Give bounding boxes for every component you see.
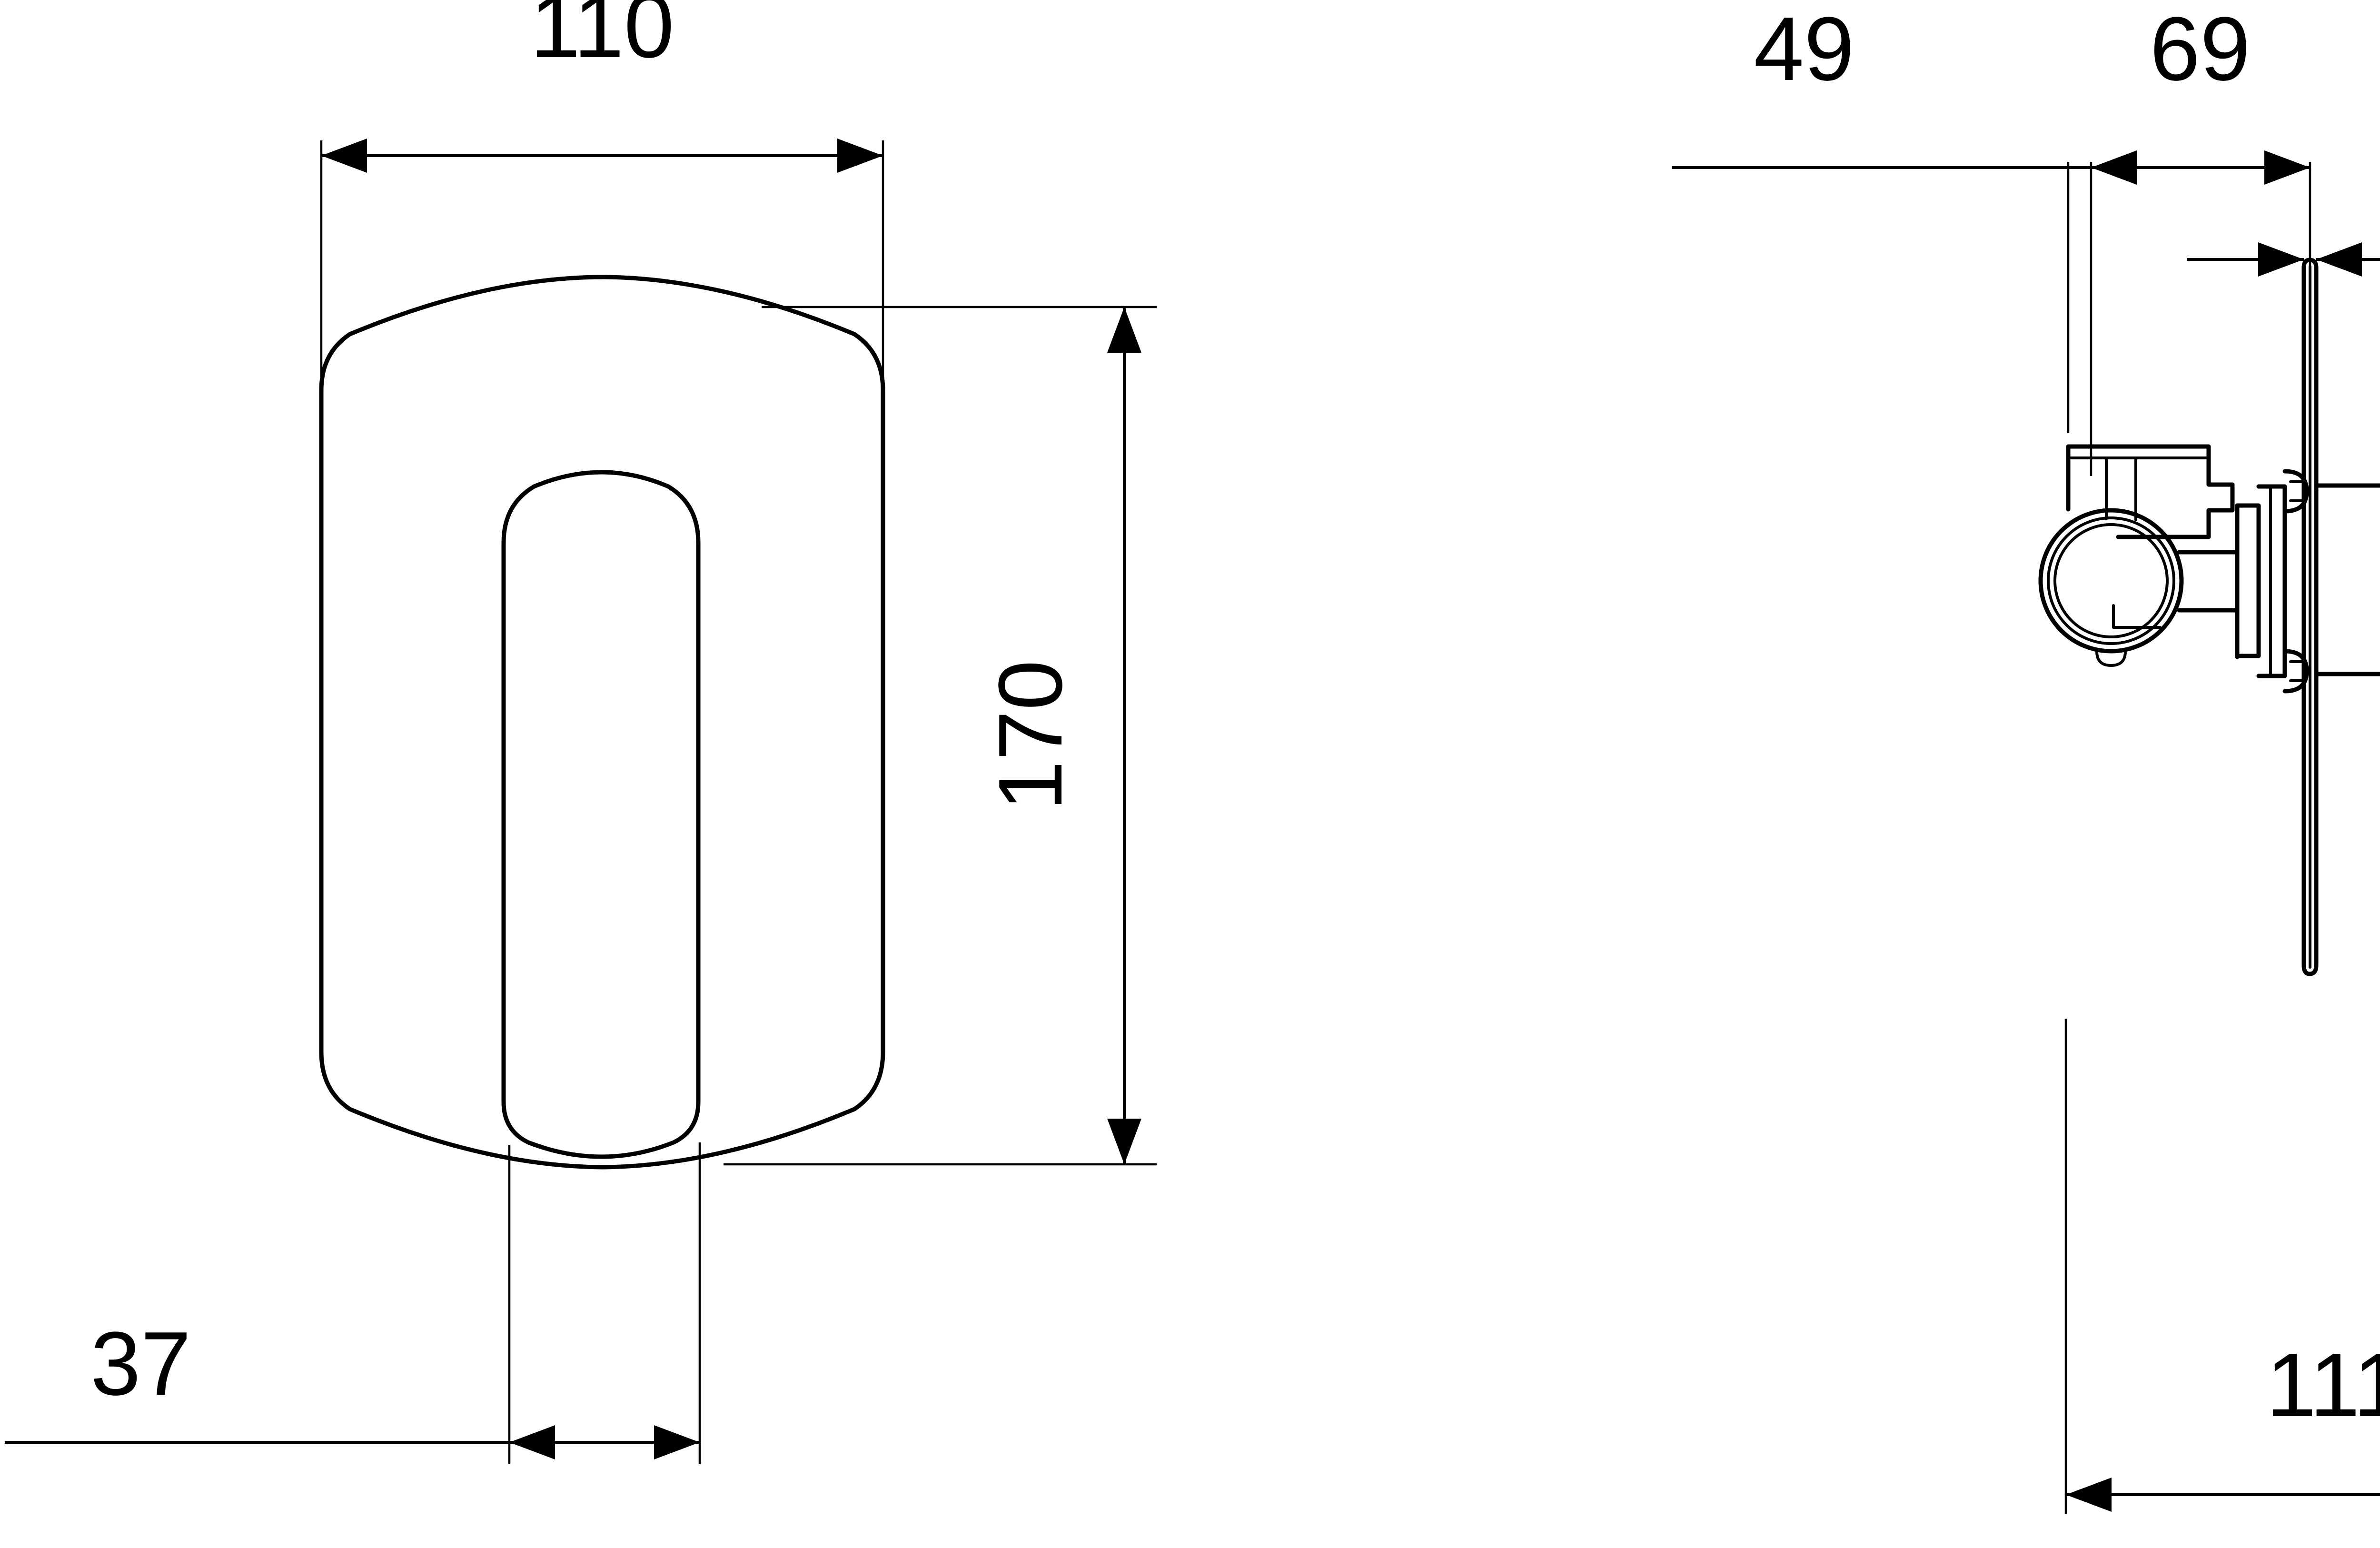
arrowhead-left (2066, 1478, 2112, 1512)
faceplate-outline (319, 275, 885, 1170)
arrowhead-left (2091, 150, 2137, 185)
fixing-screw-lower-slot (2289, 660, 2303, 682)
dimension-projection-69: 69 (2090, 0, 2311, 476)
valve-stem-neck (2177, 550, 2240, 613)
dim-label-37: 37 (90, 1313, 191, 1414)
dim-label-49: 49 (1754, 0, 1854, 99)
dimension-height-170: 170 (724, 306, 1157, 1166)
arrowhead-inward-right (2316, 242, 2362, 277)
valve-mid-ring (2047, 516, 2175, 645)
valve-cam-slot (2112, 604, 2162, 629)
front-view (319, 275, 885, 1170)
side-view (2038, 258, 2380, 976)
fixing-screw-upper-slot (2289, 480, 2303, 502)
arrowhead-up (1107, 307, 1141, 353)
arrowhead-inward-left (2258, 242, 2304, 277)
escutcheon-plate-edge (2301, 258, 2319, 976)
arrowhead-left (509, 1425, 555, 1459)
dimension-roughin-49: 49 (1672, 0, 2091, 433)
fixing-screw-upper (2282, 469, 2309, 514)
dim-label-170: 170 (980, 660, 1081, 811)
dimension-plate-thickness-2: 2 (2187, 242, 2380, 277)
valve-inner-ring (2053, 523, 2169, 638)
arrowhead-right (837, 139, 883, 173)
dimension-lever-width-37: 37 (5, 1142, 701, 1464)
fixing-screw-lower (2282, 649, 2309, 694)
lever-front-outline (501, 470, 701, 1159)
arrowhead-left (321, 139, 367, 173)
dim-label-111: 111 (2266, 1335, 2380, 1436)
arrowhead-right (2264, 150, 2310, 185)
valve-outer-ring (2038, 508, 2184, 654)
dim-label-110: 110 (530, 0, 674, 77)
rough-in-flange (2067, 445, 2210, 459)
arrowhead-right (654, 1425, 700, 1459)
stem-collar-body (2235, 503, 2261, 658)
valve-bottom-boss (2095, 650, 2127, 667)
front-body-cylinder (2314, 483, 2380, 676)
arrowhead-down (1107, 1119, 1141, 1164)
dim-label-69: 69 (2150, 0, 2250, 99)
dimension-width-110: 110 (320, 0, 884, 381)
dimension-total-depth-111: 111 (2064, 1019, 2380, 1514)
